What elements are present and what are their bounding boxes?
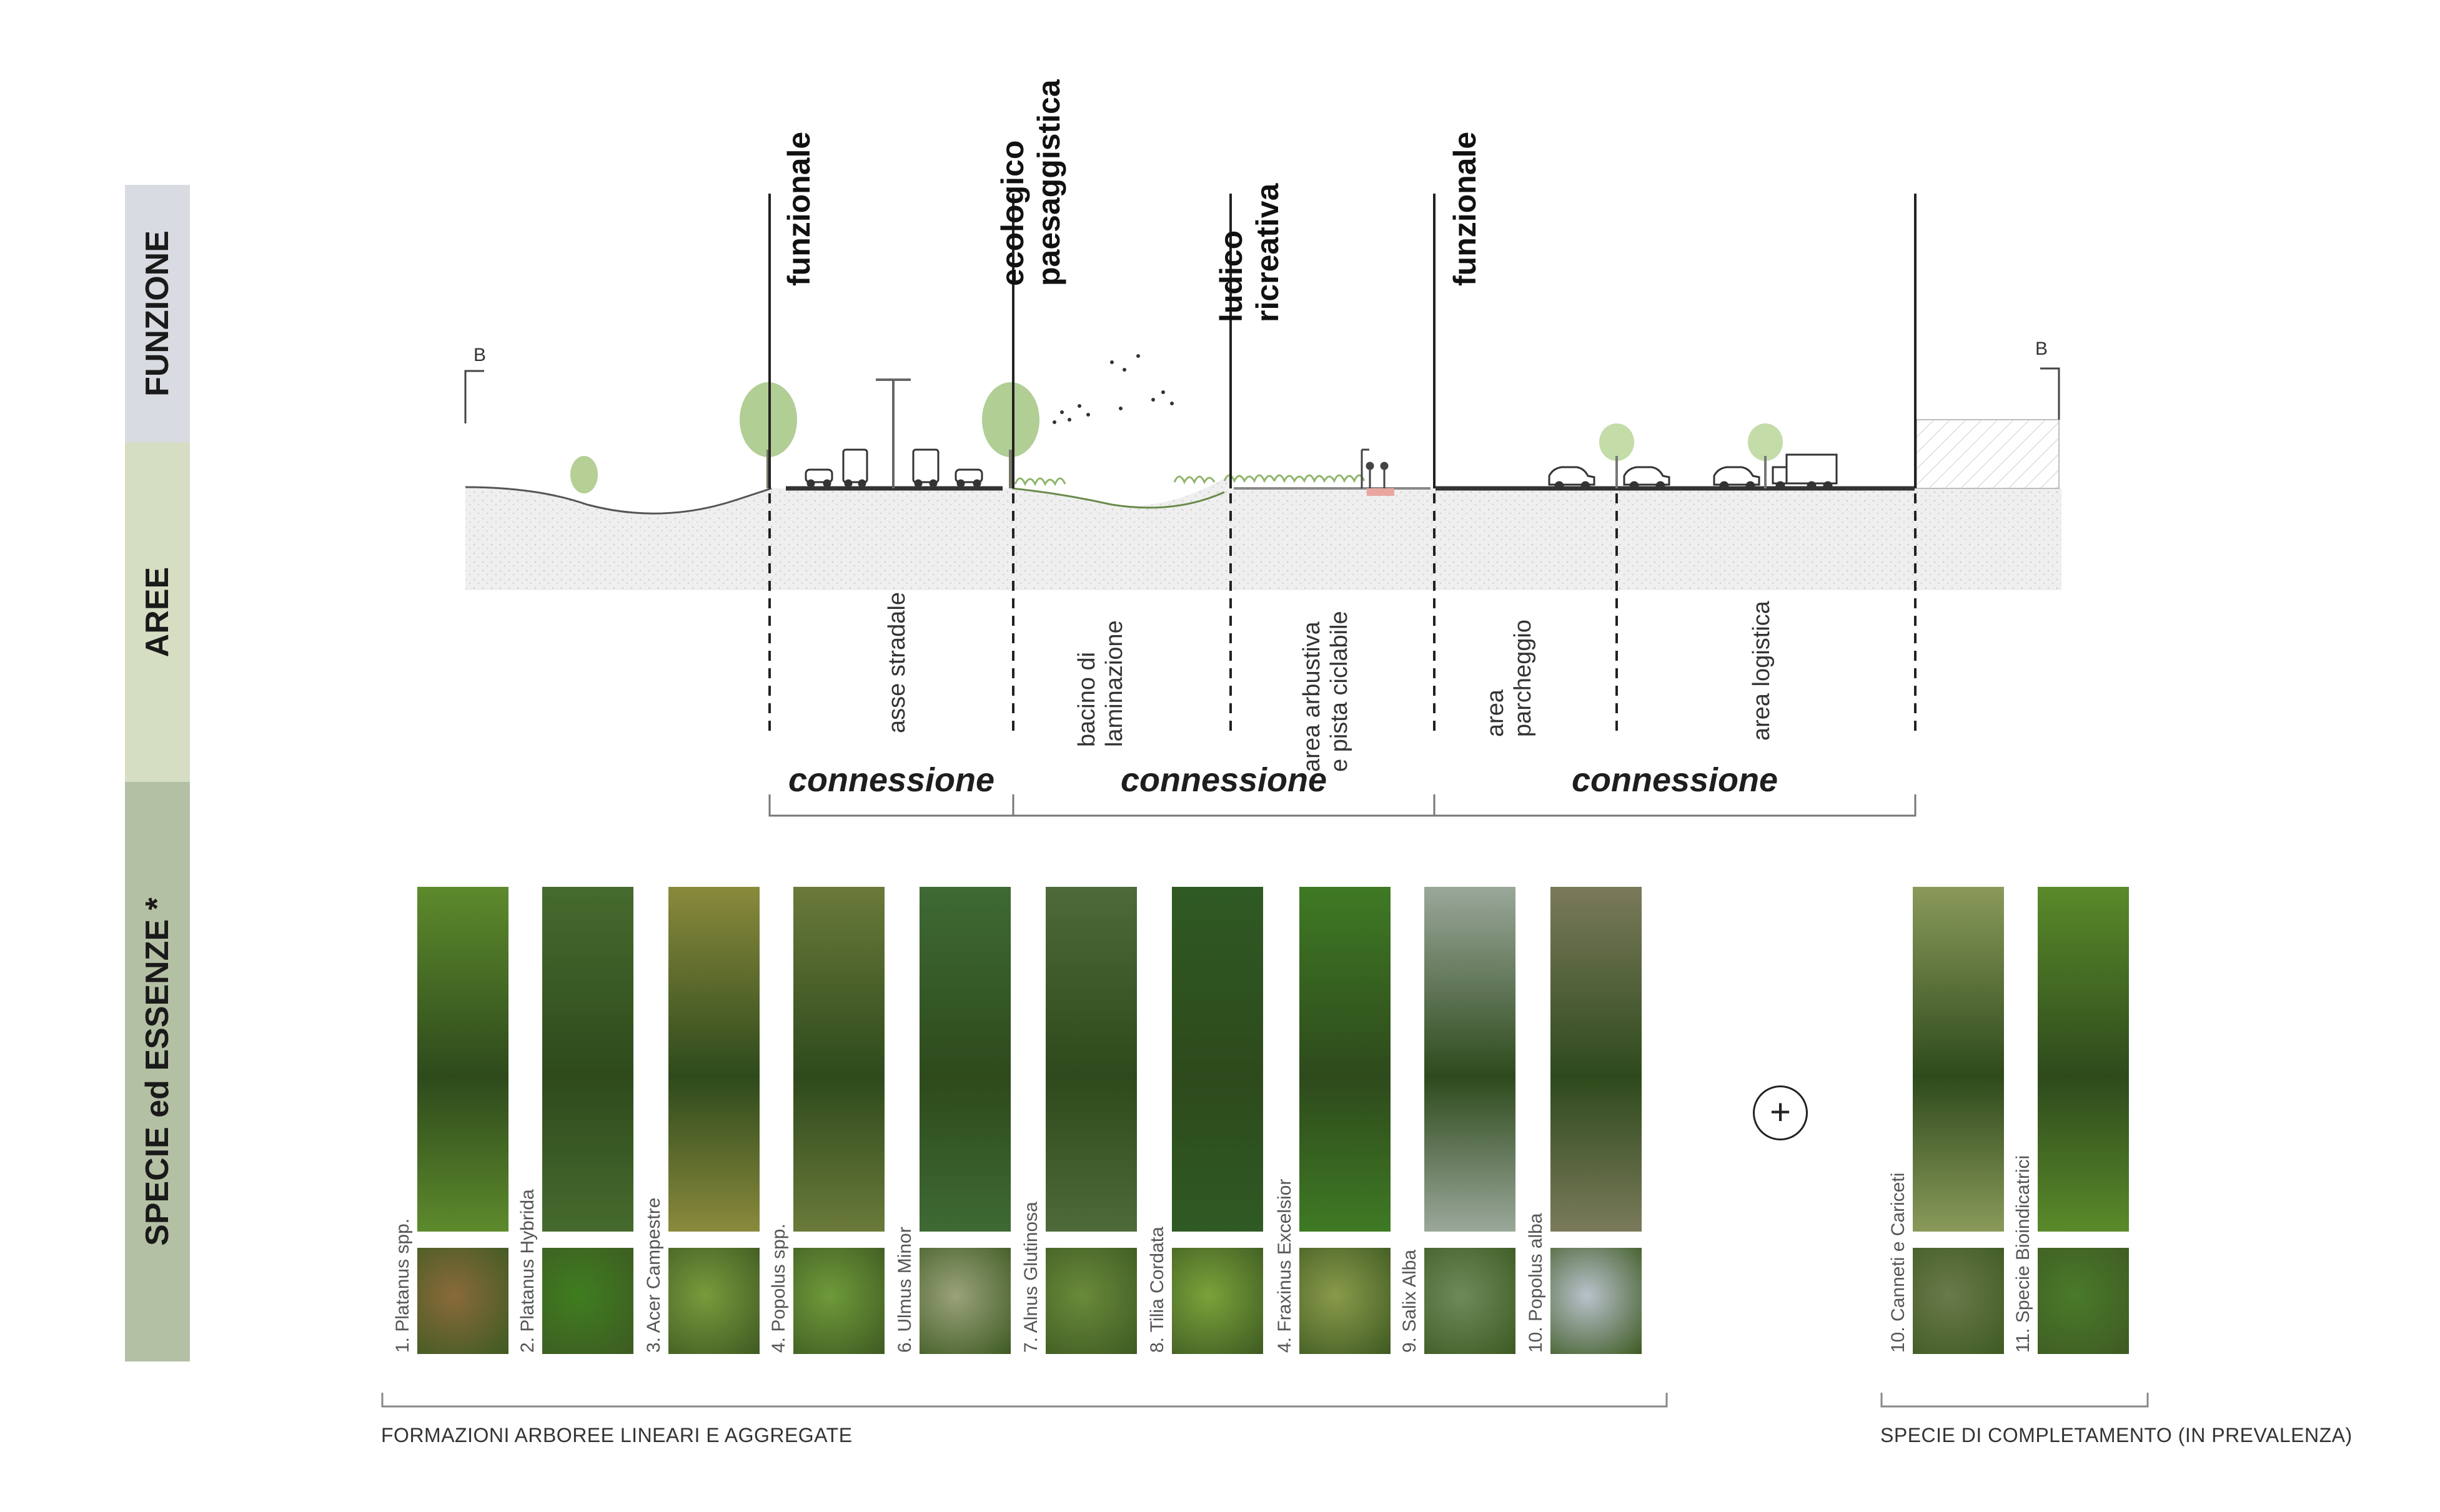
species-tree-photo-1 [417, 887, 508, 1232]
species-tree-photo-8 [1299, 887, 1391, 1232]
building-block [1916, 419, 2060, 489]
basin-vegetation [1014, 474, 1366, 487]
connection-label-2: connessione [1120, 761, 1327, 799]
species-tree-photo-7 [1172, 887, 1263, 1232]
vehicle-truck-1 [842, 448, 868, 488]
area-label-4: area parcheggio [1482, 619, 1536, 737]
band-specie-label: SPECIE ed ESSENZE * [139, 897, 176, 1246]
species-tree-photo-5 [920, 887, 1011, 1232]
cross-section-diagram [464, 194, 2061, 817]
species-tree-leaf-photo-4 [793, 1248, 885, 1354]
street-lamp [876, 378, 911, 488]
function-label-4: funzionale [1447, 131, 1482, 286]
species-tree-leaf-photo-2 [542, 1248, 633, 1354]
band-funzione: FUNZIONE [125, 185, 190, 442]
species-tree-label-6: 7. Alnus Glutinosa [1021, 1202, 1041, 1353]
species-tree-leaf-photo-5 [920, 1248, 1011, 1354]
species-tree-photo-4 [793, 887, 885, 1232]
species-tree-leaf-photo-6 [1046, 1248, 1137, 1354]
species-tree-label-7: 8. Tilia Cordata [1147, 1227, 1168, 1353]
band-aree: AREE [125, 442, 190, 782]
area-label-2: bacino di laminazione [1074, 620, 1128, 747]
species-complement-label-2: 11. Specie Bioindicatrici [2013, 1155, 2033, 1353]
area-dividers [768, 493, 1917, 732]
species-tree-label-2: 2. Platanus Hybrida [517, 1189, 538, 1353]
function-dividers [768, 194, 1917, 488]
species-tree-leaf-photo-10 [1550, 1248, 1642, 1354]
tree-parking-1 [1599, 423, 1634, 488]
species-tree-label-3: 3. Acer Campestre [643, 1197, 664, 1353]
function-label-3: ludico ricreativa [1214, 183, 1285, 322]
function-label-1: funzionale [781, 131, 816, 286]
species-tree-photo-6 [1046, 887, 1137, 1232]
species-tree-label-4: 4. Popolus spp. [768, 1223, 789, 1353]
pedestrians [1361, 448, 1389, 488]
area-label-3: area arbustiva e pista ciclabile [1299, 611, 1352, 772]
shrub-small [570, 456, 598, 493]
footer-right-label: SPECIE DI COMPLETAMENTO (IN PREVALENZA) [1880, 1424, 2353, 1446]
species-complement-leaf-photo-1 [1913, 1248, 2004, 1354]
plus-icon: + [1753, 1085, 1808, 1140]
species-tree-leaf-photo-3 [668, 1248, 760, 1354]
vehicle-car-1 [805, 468, 833, 488]
parking-car-1 [1548, 466, 1595, 491]
bench [1367, 488, 1394, 496]
species-tree-label-1: 1. Platanus spp. [392, 1218, 413, 1353]
species-tree-label-5: 6. Ulmus Minor [895, 1227, 915, 1353]
species-tree-photo-3 [668, 887, 760, 1232]
species-complement-label-1: 10. Canneti e Cariceti [1888, 1172, 1908, 1353]
species-tree-label-10: 10. Popolus alba [1525, 1213, 1546, 1353]
tree-right [982, 382, 1039, 488]
section-marker-right [2040, 367, 2060, 420]
vehicle-truck-2 [912, 448, 940, 488]
species-tree-leaf-photo-9 [1424, 1248, 1515, 1354]
footer-brackets [381, 1393, 2149, 1408]
area-label-1: asse stradale [884, 591, 910, 733]
species-tree-photo-10 [1550, 887, 1642, 1232]
species-tree-photo-2 [542, 887, 633, 1232]
species-complement-photo-1 [1913, 887, 2004, 1232]
basin-line [1011, 487, 1225, 509]
connection-label-3: connessione [1571, 761, 1778, 799]
species-complement-photo-2 [2038, 887, 2129, 1232]
footer-left-label: FORMAZIONI ARBOREE LINEARI E AGGREGATE [381, 1424, 853, 1446]
section-letter-left: B [474, 345, 487, 365]
area-label-5: area logistica [1748, 601, 1775, 741]
ground-fill [465, 475, 2061, 590]
logistics-truck [1772, 453, 1838, 491]
connection-brackets [768, 794, 1917, 817]
section-marker-left [464, 370, 484, 423]
ground-line [465, 486, 772, 515]
species-complement-leaf-photo-2 [2038, 1248, 2129, 1354]
birds [1053, 354, 1174, 424]
species-tree-leaf-photo-8 [1299, 1248, 1391, 1354]
species-tree-leaf-photo-1 [417, 1248, 508, 1354]
tree-parking-2 [1748, 423, 1783, 488]
connection-label-1: connessione [788, 761, 995, 799]
section-letter-right: B [2035, 338, 2048, 359]
parking-car-2 [1623, 466, 1670, 491]
species-tree-label-9: 9. Salix Alba [1399, 1249, 1420, 1353]
parking-car-3 [1713, 466, 1760, 491]
function-label-2: ecologico paesaggistica [995, 79, 1066, 286]
species-tree-label-8: 4. Fraxinus Excelsior [1274, 1178, 1295, 1353]
band-specie: SPECIE ed ESSENZE * [125, 782, 190, 1361]
species-tree-leaf-photo-7 [1172, 1248, 1263, 1354]
vehicle-car-2 [955, 468, 983, 488]
species-tree-photo-9 [1424, 887, 1515, 1232]
